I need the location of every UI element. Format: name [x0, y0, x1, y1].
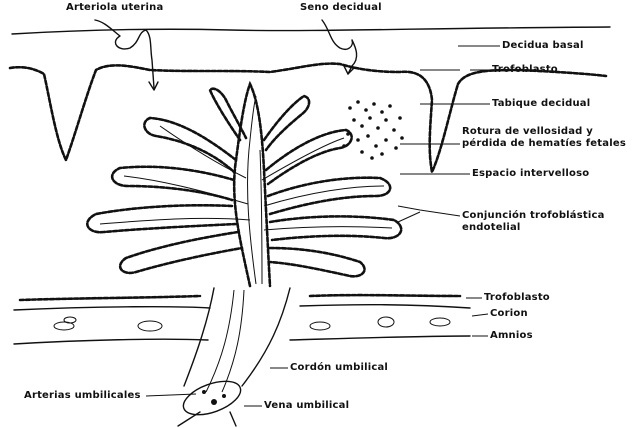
label-rotura-line2: pérdida de hematíes fetales	[462, 138, 626, 149]
label-corion: Corion	[490, 308, 528, 319]
label-tabique-decidual: Tabique decidual	[492, 98, 590, 109]
label-cordon-umbilical: Cordón umbilical	[290, 362, 388, 373]
decidua-surface-line	[12, 27, 610, 34]
fetal-red-cells	[342, 100, 404, 160]
label-seno-decidual: Seno decidual	[300, 2, 382, 13]
lower-trophoblast	[20, 295, 460, 300]
vena-cross-section	[211, 399, 217, 405]
chorion-cells	[54, 317, 450, 331]
amnion-line	[14, 336, 470, 344]
chorion-line	[14, 305, 470, 310]
upper-trophoblast	[10, 64, 606, 172]
umbilical-cord	[184, 288, 290, 386]
label-rotura-line1: Rotura de vellosidad y	[462, 126, 593, 137]
cord-cross-section	[179, 375, 245, 422]
villous-tree	[87, 84, 401, 286]
label-conjuncion-line2: endotelial	[462, 222, 521, 233]
label-conjuncion-line1: Conjunción trofoblástica	[462, 210, 605, 221]
label-arterias-umbilicales: Arterias umbilicales	[24, 390, 141, 401]
label-espacio-intervelloso: Espacio intervelloso	[472, 168, 589, 179]
label-trofoblasto-top: Trofoblasto	[492, 64, 558, 75]
label-arteriola-uterina: Arteriola uterina	[66, 2, 163, 13]
label-vena-umbilical: Vena umbilical	[264, 400, 349, 411]
label-amnios: Amnios	[490, 330, 533, 341]
label-trofoblasto-bottom: Trofoblasto	[484, 292, 550, 303]
label-decidua-basal: Decidua basal	[502, 40, 584, 51]
